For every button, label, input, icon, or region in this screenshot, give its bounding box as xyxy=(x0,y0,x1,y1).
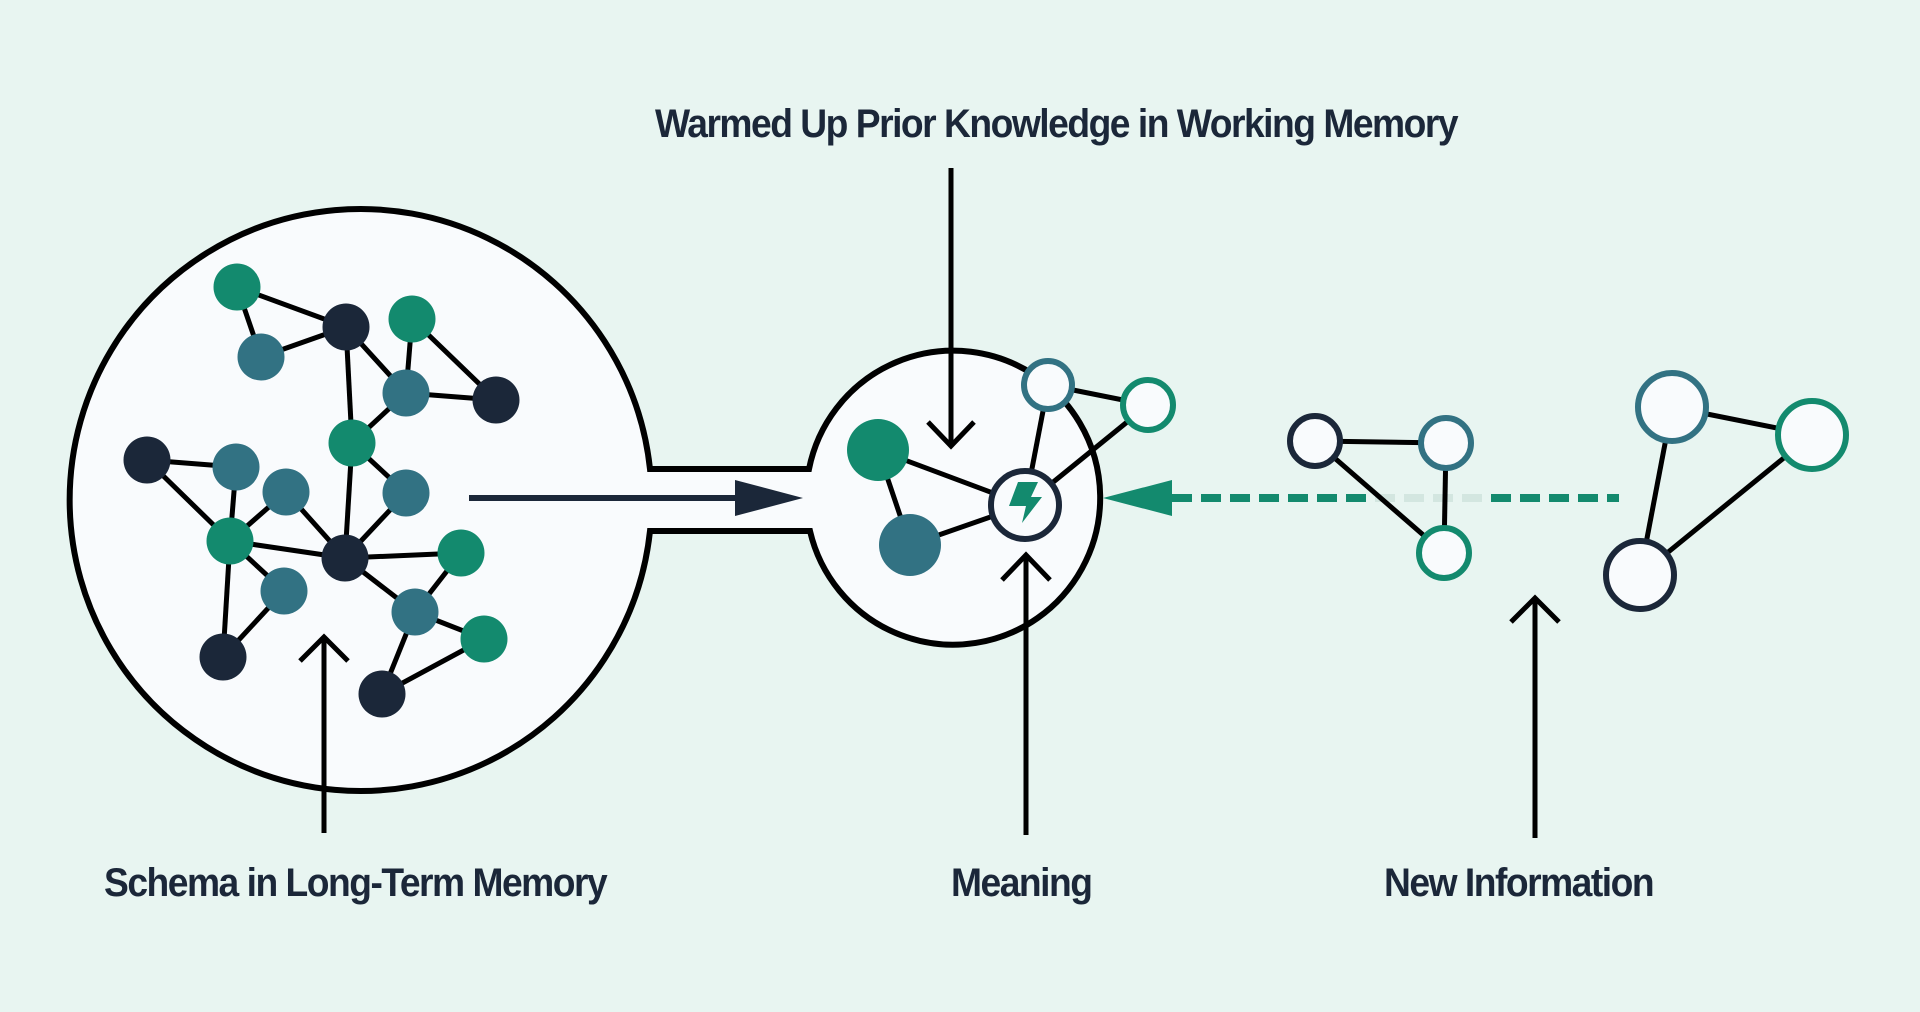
transfer-arrow-head xyxy=(735,480,803,516)
new-information-node xyxy=(1287,413,1343,469)
dash-segment xyxy=(1230,494,1250,502)
new-info-pointer-chevron xyxy=(1509,594,1561,624)
dash-segment xyxy=(1259,494,1279,502)
nodes-layer xyxy=(123,263,1849,718)
dash-segment xyxy=(1520,494,1540,502)
long-term-memory-node xyxy=(391,588,439,636)
dash-segment xyxy=(1172,494,1192,502)
dash-segment xyxy=(1288,494,1308,502)
transfer-arrow xyxy=(469,480,803,516)
new-information-node xyxy=(1418,415,1474,471)
dash-segment xyxy=(1462,494,1482,502)
dash-segment xyxy=(1375,494,1395,502)
new-information-node xyxy=(1635,370,1709,444)
meaning-pointer-chevron xyxy=(1000,551,1052,582)
new-info-arrow-head xyxy=(1103,480,1172,516)
lightning-bolt-icon xyxy=(1009,482,1042,523)
schema-label: Schema in Long-Term Memory xyxy=(104,861,608,905)
schema-pointer-arrow xyxy=(298,633,350,833)
new-info-dashed-arrow xyxy=(1172,494,1619,502)
long-term-memory-node xyxy=(260,567,308,615)
long-term-memory-node xyxy=(237,333,285,381)
long-term-memory-node xyxy=(472,376,520,424)
long-term-memory-node xyxy=(328,419,376,467)
title-pointer-arrow xyxy=(926,168,976,450)
long-term-memory-node xyxy=(358,670,406,718)
long-term-memory-node xyxy=(206,517,254,565)
schema-pointer-chevron xyxy=(298,633,350,663)
long-term-memory-node xyxy=(388,295,436,343)
long-term-memory-node xyxy=(212,443,260,491)
meaning-pointer-arrow xyxy=(1000,551,1052,835)
long-term-memory-node xyxy=(322,303,370,351)
long-term-memory-node xyxy=(123,436,171,484)
title-pointer-chevron xyxy=(926,420,976,450)
dash-segment xyxy=(1607,494,1619,502)
long-term-memory-node xyxy=(460,615,508,663)
dash-segment xyxy=(1201,494,1221,502)
dash-segment xyxy=(1346,494,1366,502)
new-information-node xyxy=(1603,538,1677,612)
long-term-memory-node xyxy=(213,263,261,311)
new-information-edge xyxy=(1313,439,1446,555)
dash-segment xyxy=(1317,494,1337,502)
new-info-pointer-arrow xyxy=(1509,594,1561,838)
working-memory-node xyxy=(847,419,909,481)
long-term-memory-node xyxy=(199,633,247,681)
new-information-node xyxy=(1775,398,1849,472)
long-term-memory-node xyxy=(321,534,369,582)
working-memory-node xyxy=(1021,358,1075,412)
long-term-memory-node xyxy=(382,469,430,517)
new-information-node xyxy=(1416,525,1472,581)
meaning-label: Meaning xyxy=(951,861,1093,905)
dash-segment xyxy=(1578,494,1598,502)
working-memory-node xyxy=(1120,377,1176,433)
working-memory-title: Warmed Up Prior Knowledge in Working Mem… xyxy=(655,102,1459,146)
dash-segment xyxy=(1404,494,1424,502)
dash-segment xyxy=(1491,494,1511,502)
long-term-memory-node xyxy=(437,529,485,577)
long-term-memory-node xyxy=(262,468,310,516)
dash-segment xyxy=(1549,494,1569,502)
working-memory-node xyxy=(879,514,941,576)
long-term-memory-node xyxy=(382,369,430,417)
new-information-label: New Information xyxy=(1384,861,1655,905)
